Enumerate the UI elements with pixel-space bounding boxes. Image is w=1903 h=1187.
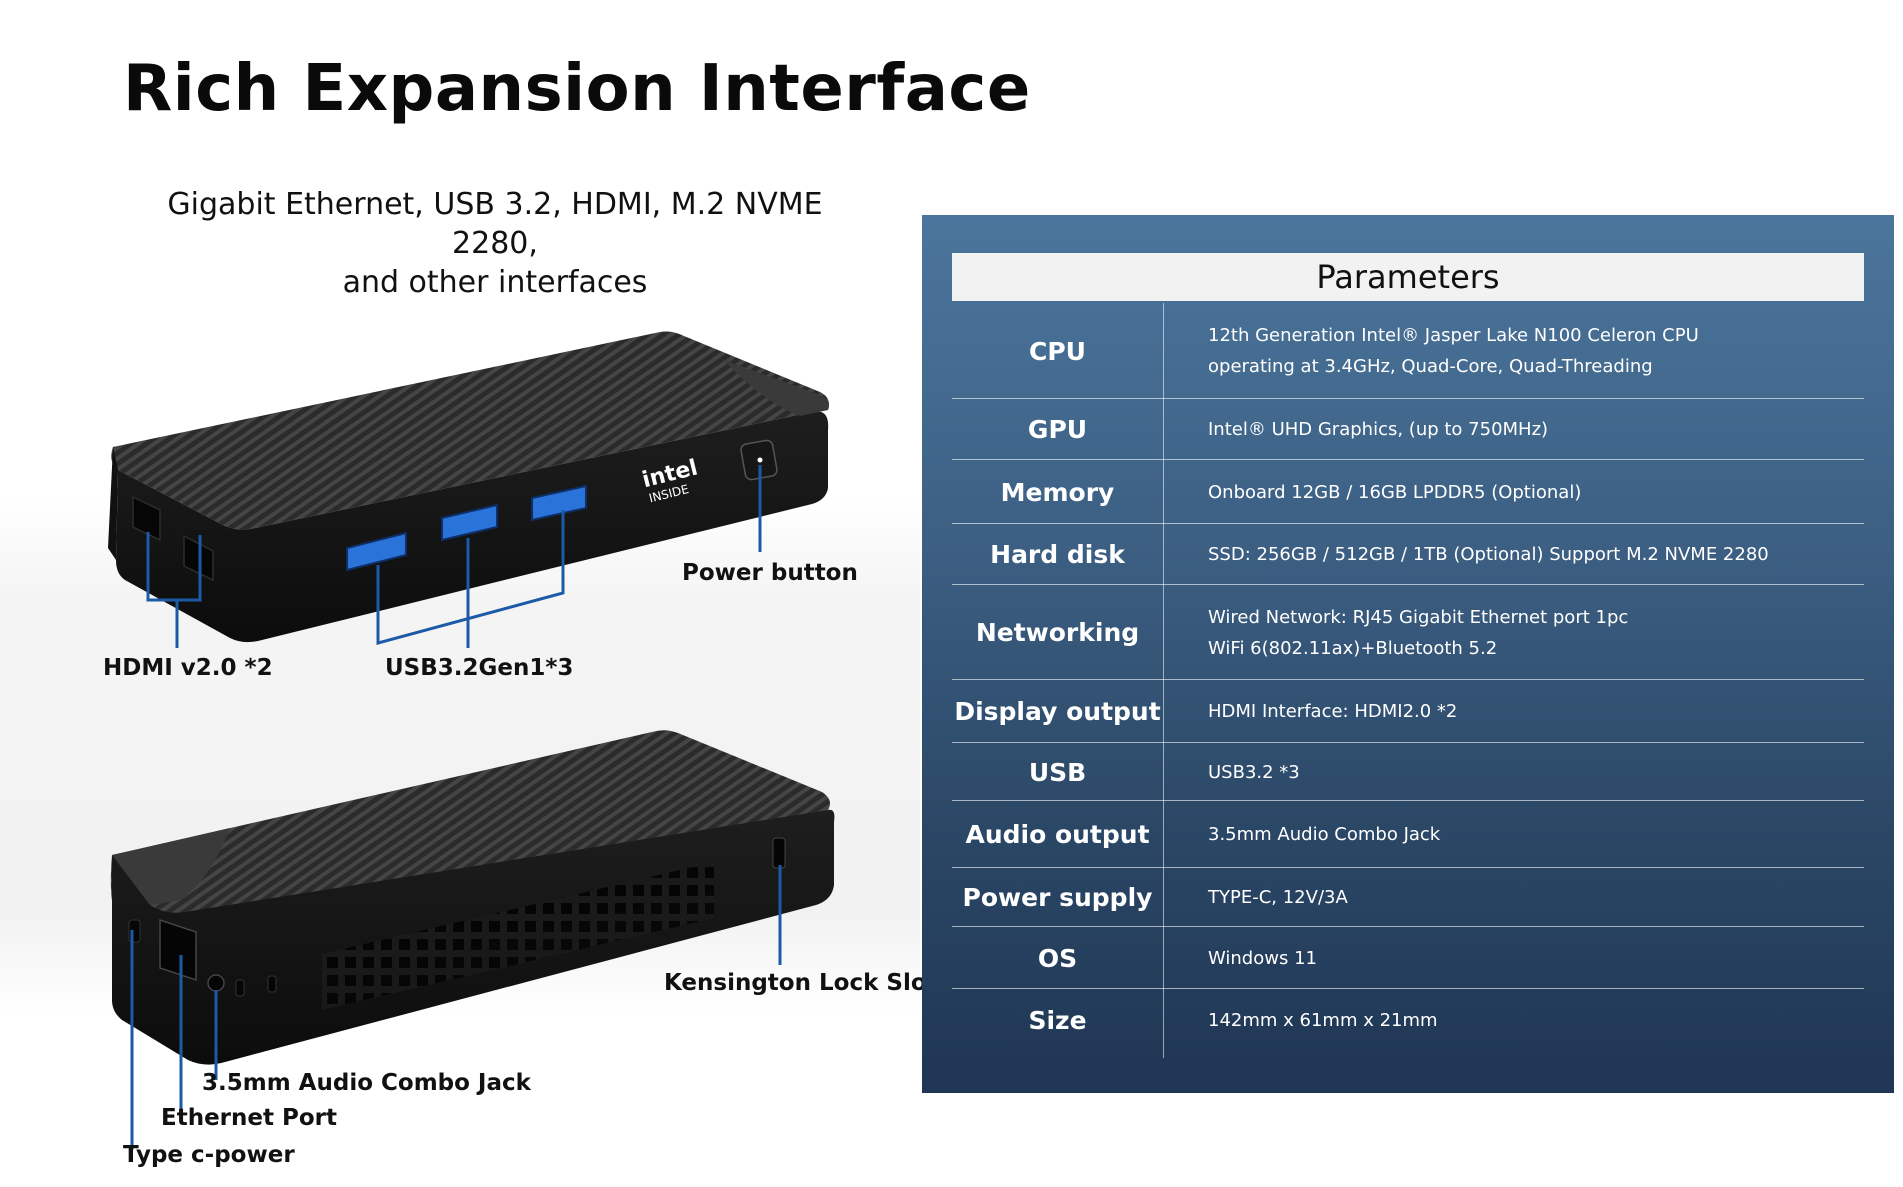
ethernet-callout-label: Ethernet Port bbox=[161, 1105, 337, 1131]
param-label: USB bbox=[1028, 757, 1087, 787]
param-label: Power supply bbox=[962, 883, 1153, 912]
vent-grid-row-1 bbox=[322, 862, 714, 982]
row-divider bbox=[952, 988, 1864, 989]
param-label: Networking bbox=[975, 618, 1140, 647]
param-value-line: SSD: 256GB / 512GB / 1TB (Optional) Supp… bbox=[1208, 544, 1769, 565]
param-value: Intel® UHD Graphics, (up to 750MHz) bbox=[1208, 399, 1854, 460]
row-divider bbox=[952, 679, 1864, 680]
row-divider bbox=[952, 926, 1864, 927]
page-title: Rich Expansion Interface bbox=[123, 52, 1031, 126]
vent-grid-row-2 bbox=[322, 890, 714, 1010]
param-label: Hard disk bbox=[990, 540, 1125, 569]
param-row-os: OS Windows 11 bbox=[952, 927, 1864, 989]
param-value: 3.5mm Audio Combo Jack bbox=[1208, 801, 1854, 868]
param-value: Wired Network: RJ45 Gigabit Ethernet por… bbox=[1208, 585, 1854, 680]
back-callout-lines bbox=[130, 865, 782, 1150]
usb-port-3 bbox=[531, 484, 587, 522]
param-label: Memory bbox=[1000, 477, 1115, 507]
param-label: CPU bbox=[1029, 336, 1086, 366]
audio-callout-label: 3.5mm Audio Combo Jack bbox=[202, 1070, 531, 1096]
left-edge bbox=[108, 447, 118, 560]
param-row-audio-output: Audio output 3.5mm Audio Combo Jack bbox=[952, 801, 1864, 868]
param-value-line: HDMI Interface: HDMI2.0 *2 bbox=[1208, 701, 1458, 722]
glossy-corner bbox=[724, 360, 829, 416]
power-led-icon bbox=[757, 457, 763, 463]
row-divider bbox=[952, 742, 1864, 743]
param-row-power-supply: Power supply TYPE-C, 12V/3A bbox=[952, 868, 1864, 927]
hdmi-callout-label: HDMI v2.0 *2 bbox=[103, 655, 273, 681]
mini-pc-back-view bbox=[110, 730, 835, 1150]
param-label: Size bbox=[1028, 1005, 1087, 1035]
param-value-line: TYPE-C, 12V/3A bbox=[1208, 887, 1348, 908]
param-row-hard-disk: Hard disk SSD: 256GB / 512GB / 1TB (Opti… bbox=[952, 524, 1864, 585]
reset-hole bbox=[235, 979, 245, 997]
glossy-corner-back bbox=[112, 828, 230, 905]
ethernet-port bbox=[159, 918, 197, 982]
top-surface-ribbed bbox=[111, 331, 830, 530]
usb-callout-label: USB3.2Gen1*3 bbox=[385, 655, 574, 681]
param-row-gpu: GPU Intel® UHD Graphics, (up to 750MHz) bbox=[952, 399, 1864, 460]
audio-jack bbox=[207, 974, 225, 992]
param-value-line: Onboard 12GB / 16GB LPDDR5 (Optional) bbox=[1208, 481, 1582, 503]
param-value: Onboard 12GB / 16GB LPDDR5 (Optional) bbox=[1208, 460, 1854, 524]
param-value-line: USB3.2 *3 bbox=[1208, 761, 1300, 783]
param-label: GPU bbox=[1027, 415, 1088, 444]
mini-pc-front-view: intel INSIDE bbox=[108, 331, 830, 648]
row-divider bbox=[952, 398, 1864, 399]
param-row-display-output: Display output HDMI Interface: HDMI2.0 *… bbox=[952, 680, 1864, 743]
param-value-line: 142mm x 61mm x 21mm bbox=[1208, 1009, 1438, 1031]
param-value-line: Intel® UHD Graphics, (up to 750MHz) bbox=[1208, 419, 1549, 440]
param-row-usb: USB USB3.2 *3 bbox=[952, 743, 1864, 801]
param-value-line: Wired Network: RJ45 Gigabit Ethernet por… bbox=[1208, 606, 1629, 628]
param-row-cpu: CPU 12th Generation Intel® Jasper Lake N… bbox=[952, 303, 1864, 399]
subtitle-line-2: and other interfaces bbox=[342, 265, 648, 300]
param-value-line: 3.5mm Audio Combo Jack bbox=[1208, 824, 1441, 845]
param-label: OS bbox=[1037, 943, 1078, 973]
kensington-callout-label: Kensington Lock Slot bbox=[664, 970, 938, 996]
param-value-line: 12th Generation Intel® Jasper Lake N100 … bbox=[1208, 325, 1699, 346]
usb-port-1 bbox=[346, 531, 407, 572]
param-value: SSD: 256GB / 512GB / 1TB (Optional) Supp… bbox=[1208, 524, 1854, 585]
row-divider bbox=[952, 459, 1864, 460]
param-row-size: Size 142mm x 61mm x 21mm bbox=[952, 989, 1864, 1051]
parameters-column-divider bbox=[1163, 303, 1164, 1058]
param-value: HDMI Interface: HDMI2.0 *2 bbox=[1208, 680, 1854, 743]
param-label: Audio output bbox=[965, 820, 1150, 849]
row-divider bbox=[952, 584, 1864, 585]
row-divider bbox=[952, 523, 1864, 524]
row-divider bbox=[952, 800, 1864, 801]
param-value: 142mm x 61mm x 21mm bbox=[1208, 989, 1854, 1051]
hdmi-port-1 bbox=[132, 495, 161, 542]
typec-callout-label: Type c-power bbox=[123, 1142, 295, 1168]
param-value-line: WiFi 6(802.11ax)+Bluetooth 5.2 bbox=[1208, 637, 1498, 659]
param-row-networking: Networking Wired Network: RJ45 Gigabit E… bbox=[952, 585, 1864, 680]
param-value: 12th Generation Intel® Jasper Lake N100 … bbox=[1208, 303, 1854, 399]
device-illustrations: intel INSIDE bbox=[108, 331, 835, 1150]
parameters-panel: Parameters CPU 12th Generation Intel® Ja… bbox=[922, 215, 1894, 1093]
param-value: TYPE-C, 12V/3A bbox=[1208, 868, 1854, 927]
param-row-memory: Memory Onboard 12GB / 16GB LPDDR5 (Optio… bbox=[952, 460, 1864, 524]
param-value: USB3.2 *3 bbox=[1208, 743, 1854, 801]
param-label: Display output bbox=[954, 697, 1161, 726]
subtitle-line-1: Gigabit Ethernet, USB 3.2, HDMI, M.2 NVM… bbox=[167, 187, 823, 261]
kensington-lock-slot bbox=[772, 837, 786, 869]
param-value-line: operating at 3.4GHz, Quad-Core, Quad-Thr… bbox=[1208, 356, 1653, 377]
parameters-header: Parameters bbox=[952, 253, 1864, 301]
front-callout-lines bbox=[146, 465, 762, 648]
vent-hole bbox=[267, 975, 277, 993]
param-value-line: Windows 11 bbox=[1208, 947, 1317, 969]
param-value: Windows 11 bbox=[1208, 927, 1854, 989]
page-subtitle: Gigabit Ethernet, USB 3.2, HDMI, M.2 NVM… bbox=[120, 185, 870, 302]
power-button-callout-label: Power button bbox=[682, 560, 858, 586]
usb-port-2 bbox=[441, 503, 498, 542]
row-divider bbox=[952, 867, 1864, 868]
